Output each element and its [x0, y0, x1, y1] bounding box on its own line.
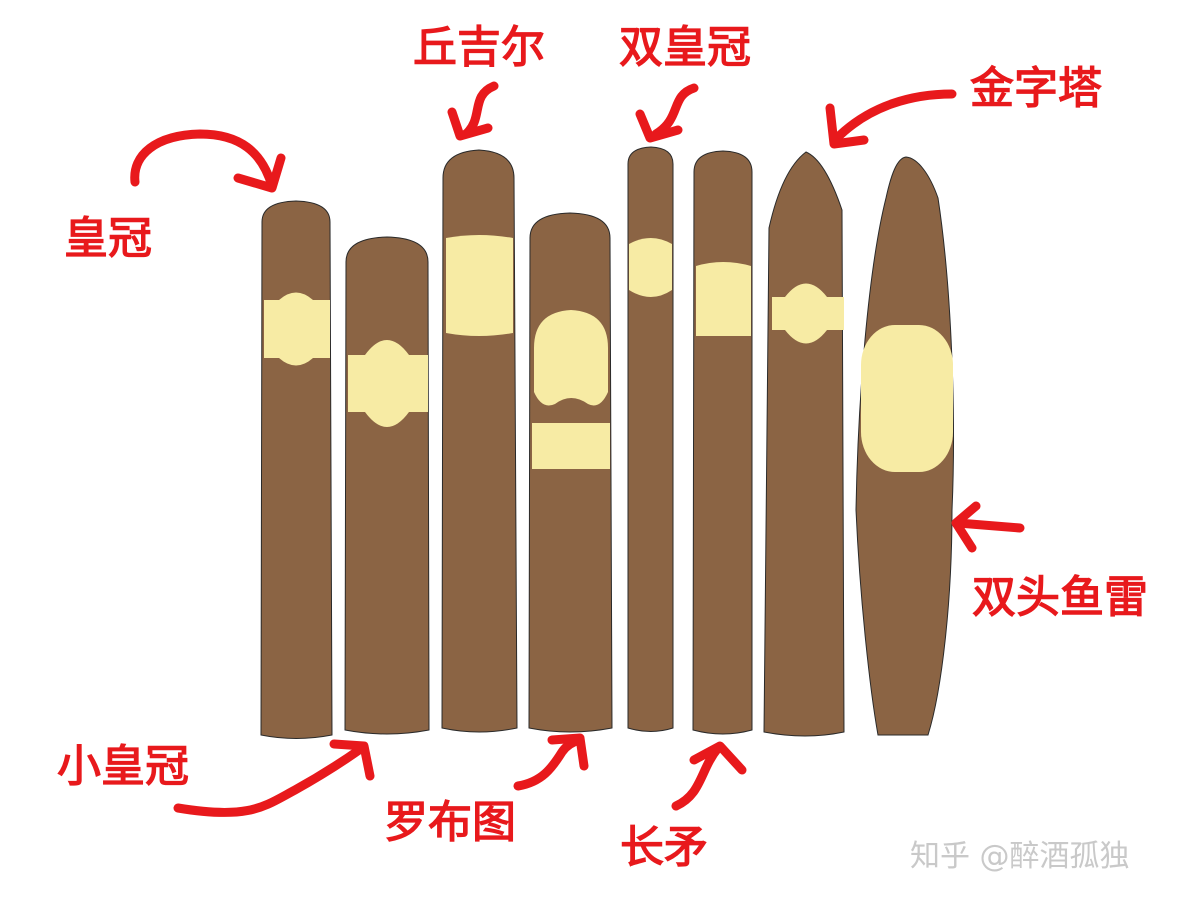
- cigar-lancero: [692, 150, 753, 735]
- arrow-perfecto: [951, 501, 1025, 553]
- arrow-double-corona: [635, 83, 699, 143]
- watermark: 知乎 @醉酒孤独: [910, 839, 1130, 874]
- arrow-petit-corona: [173, 739, 375, 817]
- cigar-petit-corona: [344, 236, 430, 735]
- label-robusto: 罗布图: [384, 797, 516, 848]
- cigar-robusto-band-upper: [534, 310, 608, 406]
- cigar-petit-corona-body: [344, 236, 430, 735]
- label-petit-corona: 小皇冠: [57, 741, 189, 792]
- cigar-robusto-band-lower: [532, 423, 610, 469]
- cigar-lancero-band: [696, 262, 751, 336]
- cigar-robusto-body: [528, 212, 613, 733]
- cigar-double-corona-band: [629, 238, 672, 297]
- label-churchill: 丘吉尔: [413, 22, 545, 73]
- arrow-lancero: [671, 741, 747, 811]
- label-double-corona: 双皇冠: [619, 22, 751, 73]
- arrow-robusto: [513, 733, 589, 791]
- label-lancero: 长矛: [620, 822, 708, 873]
- label-perfecto: 双头鱼雷: [972, 572, 1148, 623]
- arrow-pyramid: [825, 89, 957, 149]
- cigar-perfecto: [855, 156, 954, 736]
- cigar-pyramid-band: [772, 283, 844, 344]
- cigar-double-corona: [627, 146, 674, 732]
- arrow-corona: [130, 129, 286, 193]
- cigar-churchill: [441, 149, 518, 733]
- label-pyramid: 金字塔: [970, 63, 1102, 114]
- cigar-robusto: [528, 212, 613, 733]
- cigar-corona: [260, 200, 333, 739]
- cigar-corona-body: [260, 200, 333, 739]
- cigar-double-corona-body: [627, 146, 674, 732]
- cigar-churchill-band: [446, 235, 513, 336]
- cigar-pyramid: [763, 151, 845, 737]
- cigar-perfecto-band: [861, 325, 953, 472]
- cigar-petit-corona-band: [348, 340, 428, 427]
- arrow-churchill: [447, 81, 499, 141]
- cigar-lancero-body: [692, 150, 753, 735]
- arrows: [130, 81, 1025, 817]
- label-corona: 皇冠: [64, 213, 152, 264]
- cigar-corona-band: [264, 292, 330, 366]
- cigar-pyramid-body: [763, 151, 845, 737]
